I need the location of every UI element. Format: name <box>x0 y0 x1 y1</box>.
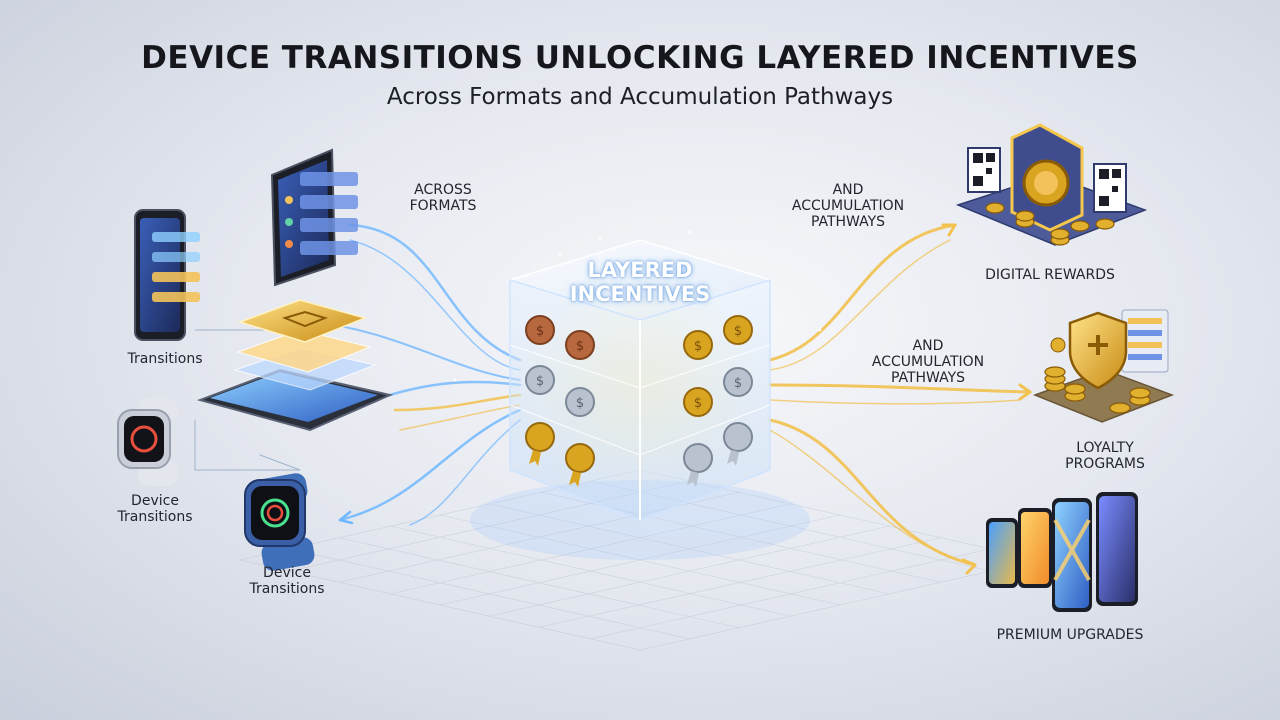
digital-rewards-icon <box>955 123 1148 246</box>
label-watch-transitions: Device Transitions <box>100 493 210 525</box>
center-label: LAYERED INCENTIVES <box>530 258 750 306</box>
label-across-line2: FORMATS <box>409 198 477 214</box>
label-accumulation-pathways-middle: AND ACCUMULATION PATHWAYS <box>858 338 998 386</box>
gold-flow-lines <box>393 223 1032 575</box>
incentive-coins: $ $ $ $ $ $ $ $ <box>525 315 753 487</box>
svg-text:$: $ <box>576 339 584 354</box>
label-loyalty-line2: PROGRAMS <box>1065 456 1145 472</box>
svg-text:$: $ <box>734 324 742 339</box>
label-blue-watch-line1: Device <box>263 565 311 581</box>
svg-text:$: $ <box>536 324 544 339</box>
blue-flow-lines <box>194 223 522 526</box>
loyalty-programs-icon <box>1032 309 1175 423</box>
center-label-line1: LAYERED <box>587 258 693 282</box>
smartphone-icon <box>134 209 200 341</box>
page-title: DEVICE TRANSITIONS UNLOCKING LAYERED INC… <box>141 40 1139 76</box>
gold-coin-icon: $ <box>683 330 713 360</box>
sparkles <box>453 230 822 382</box>
silver-medal-icon <box>683 443 713 487</box>
label-watch-line1: Device <box>131 493 179 509</box>
label-across-formats: ACROSS FORMATS <box>388 182 498 214</box>
smartwatch-icon <box>117 398 178 486</box>
label-watch-line2: Transitions <box>117 509 193 525</box>
label-middle-line3: PATHWAYS <box>890 370 966 386</box>
gold-coin-icon: $ <box>723 315 753 345</box>
label-loyalty-programs: LOYALTY PROGRAMS <box>1040 440 1170 472</box>
label-digital-rewards: DIGITAL REWARDS <box>985 267 1115 283</box>
label-phone-transitions: Transitions <box>127 351 203 367</box>
page-subtitle: Across Formats and Accumulation Pathways <box>386 84 894 110</box>
label-premium-upgrades: PREMIUM UPGRADES <box>996 627 1144 643</box>
gold-coin-icon: $ <box>683 387 713 417</box>
tablet-icon <box>270 148 358 287</box>
center-label-line2: INCENTIVES <box>569 282 711 306</box>
label-upper-line2: ACCUMULATION <box>791 198 905 214</box>
label-across-line1: ACROSS <box>414 182 472 198</box>
label-accumulation-pathways-upper: AND ACCUMULATION PATHWAYS <box>778 182 918 230</box>
label-loyalty-line1: LOYALTY <box>1076 440 1134 456</box>
silver-coin-icon: $ <box>525 365 555 395</box>
gold-medal-icon <box>565 443 595 487</box>
premium-upgrades-icon <box>986 492 1138 612</box>
svg-text:$: $ <box>694 396 702 411</box>
svg-text:$: $ <box>536 374 544 389</box>
label-middle-line2: ACCUMULATION <box>871 354 985 370</box>
format-layers-icon <box>196 299 394 432</box>
silver-coin-icon: $ <box>723 367 753 397</box>
silver-medal-icon <box>723 422 753 466</box>
label-blue-watch-transitions: Device Transitions <box>232 565 342 597</box>
label-blue-watch-line2: Transitions <box>249 581 325 597</box>
label-upper-line1: AND <box>832 182 864 198</box>
smartwatch-blue-icon <box>244 473 315 571</box>
bronze-coin-icon: $ <box>565 330 595 360</box>
gold-medal-icon <box>525 422 555 466</box>
bronze-coin-icon: $ <box>525 315 555 345</box>
svg-text:$: $ <box>576 396 584 411</box>
svg-text:$: $ <box>694 339 702 354</box>
label-middle-line1: AND <box>912 338 944 354</box>
silver-coin-icon: $ <box>565 387 595 417</box>
floor-grid <box>239 469 1041 651</box>
svg-text:$: $ <box>734 376 742 391</box>
label-upper-line3: PATHWAYS <box>810 214 886 230</box>
